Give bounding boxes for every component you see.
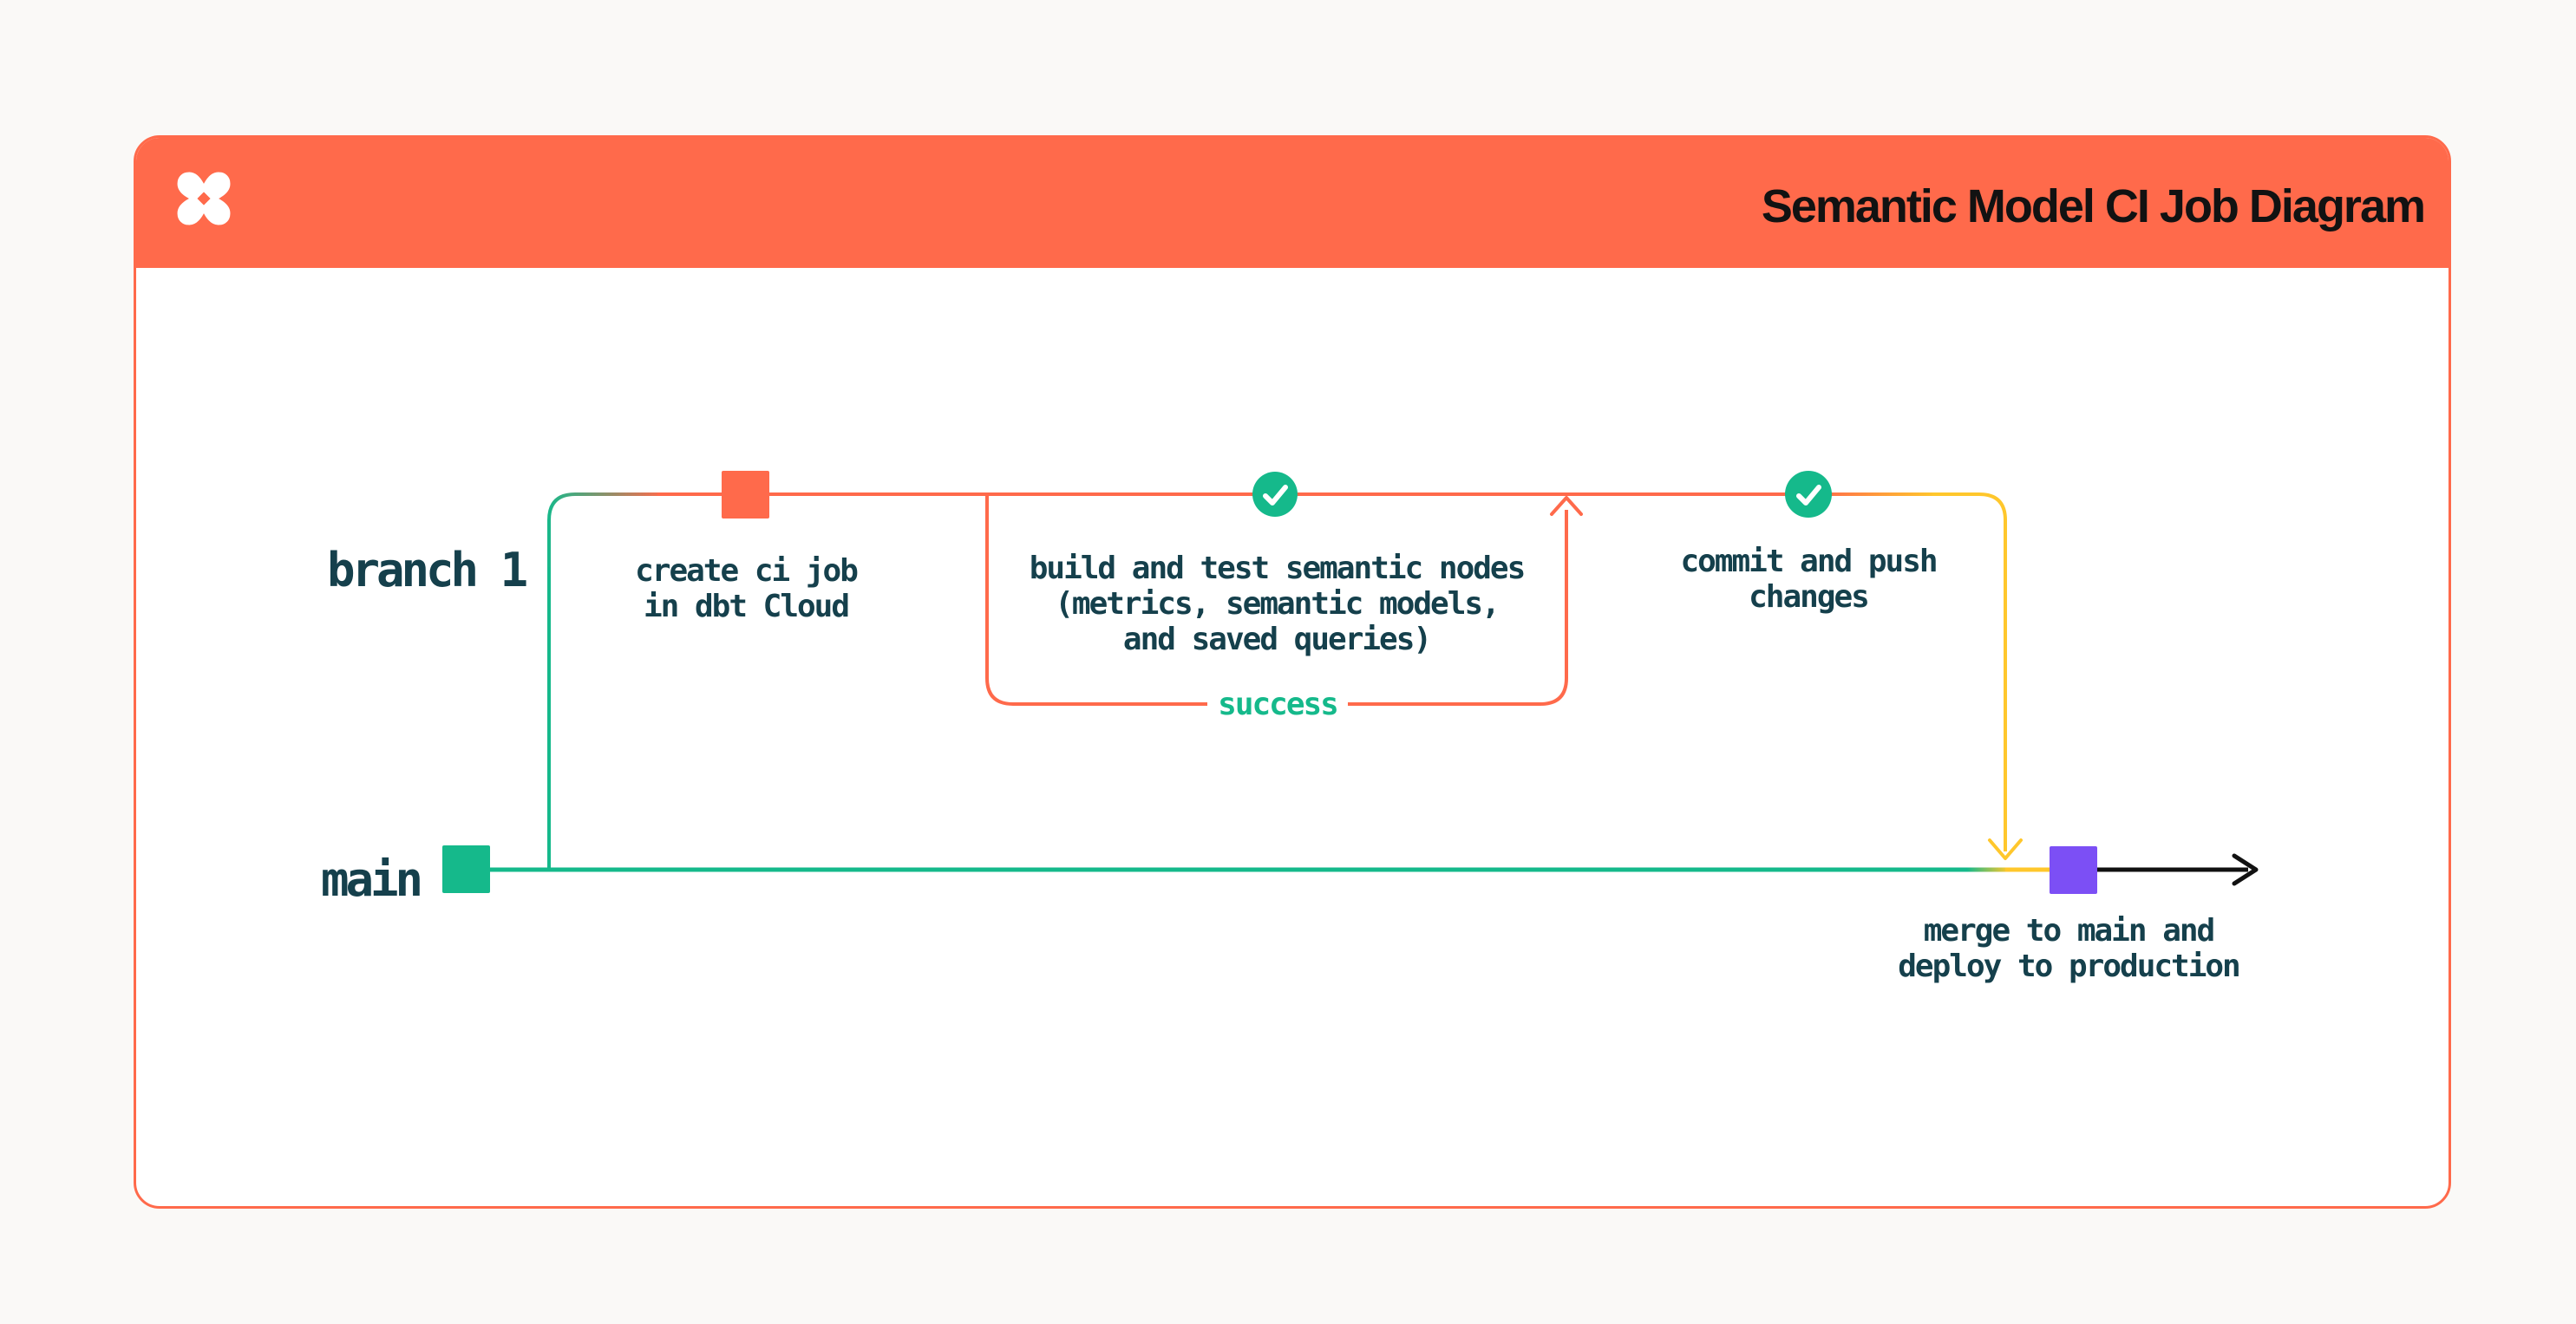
commit-node-main (442, 845, 490, 893)
check-circle-commit-icon (1785, 471, 1832, 518)
success-label: success (1218, 687, 1339, 722)
node-label-build-test: build and test semantic nodes (metrics, … (1029, 551, 1527, 657)
node-label-create-ci: create ci job in dbt Cloud (635, 553, 859, 624)
success-loop-right (1348, 510, 1568, 706)
branch-label: branch 1 (327, 543, 528, 597)
main-arrowhead-icon (2232, 853, 2259, 886)
commit-node-merge (2050, 846, 2097, 894)
node-label-merge-deploy: merge to main and deploy to production (1898, 913, 2240, 984)
node-label-commit-push: commit and push changes (1680, 544, 1938, 615)
diagram-card: Semantic Model CI Job Diagram (134, 135, 2451, 1209)
check-circle-build-test-icon (1252, 472, 1298, 517)
dbt-logo-icon (177, 172, 231, 225)
merge-arrowhead-icon (1988, 838, 2023, 860)
main-label: main (321, 852, 423, 907)
commit-node-create-ci (722, 471, 769, 519)
page-title: Semantic Model CI Job Diagram (1761, 180, 2426, 232)
card-header: Semantic Model CI Job Diagram (136, 138, 2449, 268)
branch-line-corner (547, 492, 661, 567)
success-loop-left (985, 496, 1207, 706)
branch-line-merge-down (1932, 492, 2007, 851)
success-arrowhead-icon (1550, 496, 1583, 516)
